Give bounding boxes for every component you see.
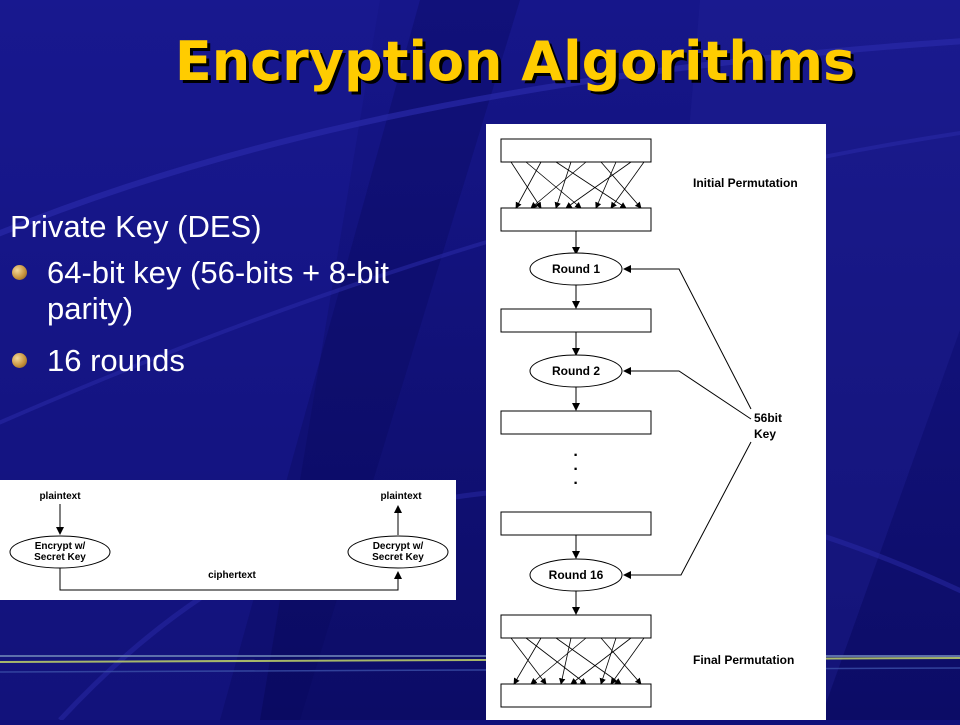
bullet-text: 64-bit key (56-bits + 8-bit parity) [47, 255, 390, 326]
des-diagram-panel: Initial Permutation Round 1 Round 2 · · … [486, 124, 826, 720]
intermediate-block [500, 410, 652, 435]
ellipsis-dot: · [573, 461, 578, 478]
bullet-list: 64-bit key (56-bits + 8-bit parity) 16 r… [10, 255, 480, 379]
ellipsis-dot: · [573, 475, 578, 492]
intermediate-block [500, 308, 652, 333]
output-block [500, 683, 652, 708]
decrypt-label-line2: Secret Key [372, 552, 424, 563]
initial-permutation-label: Initial Permutation [693, 176, 798, 190]
pre-output-block [500, 614, 652, 639]
round-2-label: Round 2 [552, 364, 600, 378]
permuted-block [500, 207, 652, 232]
initial-permutation-lines [510, 161, 645, 209]
decrypt-label-line1: Decrypt w/ [373, 541, 424, 552]
bullet-item: 64-bit key (56-bits + 8-bit parity) [10, 255, 480, 327]
slide-title: Encryption Algorithms [174, 30, 856, 93]
final-permutation-label: Final Permutation [693, 653, 794, 667]
bullet-dot-icon [12, 265, 27, 280]
round-16-label: Round 16 [549, 568, 604, 582]
key-label-line1: 56bit [754, 411, 782, 425]
section-heading: Private Key (DES) [10, 209, 262, 244]
bullet-dot-icon [12, 353, 27, 368]
bullet-text: 16 rounds [47, 343, 185, 378]
ciphertext-label: ciphertext [208, 570, 256, 581]
crypto-diagram: plaintext plaintext Encrypt w/ Secret Ke… [9, 491, 449, 591]
input-block [500, 138, 652, 163]
crypto-diagram-panel: plaintext plaintext Encrypt w/ Secret Ke… [0, 480, 456, 600]
content-text-block: Private Key (DES) 64-bit key (56-bits + … [10, 205, 480, 395]
plaintext-right-label: plaintext [380, 491, 422, 502]
intermediate-block [500, 511, 652, 536]
key-label-line2: Key [754, 427, 776, 441]
encrypt-label-line1: Encrypt w/ [35, 541, 86, 552]
round-1-label: Round 1 [552, 262, 600, 276]
encrypt-label-line2: Secret Key [34, 552, 86, 563]
final-permutation-lines [510, 637, 645, 685]
ellipsis-dot: · [573, 447, 578, 464]
ciphertext-path [59, 568, 402, 591]
decrypt-node [347, 535, 449, 569]
plaintext-left-label: plaintext [39, 491, 81, 502]
bullet-item: 16 rounds [10, 343, 480, 379]
des-diagram: Initial Permutation Round 1 Round 2 · · … [500, 138, 798, 708]
key-schedule-lines [623, 265, 752, 579]
